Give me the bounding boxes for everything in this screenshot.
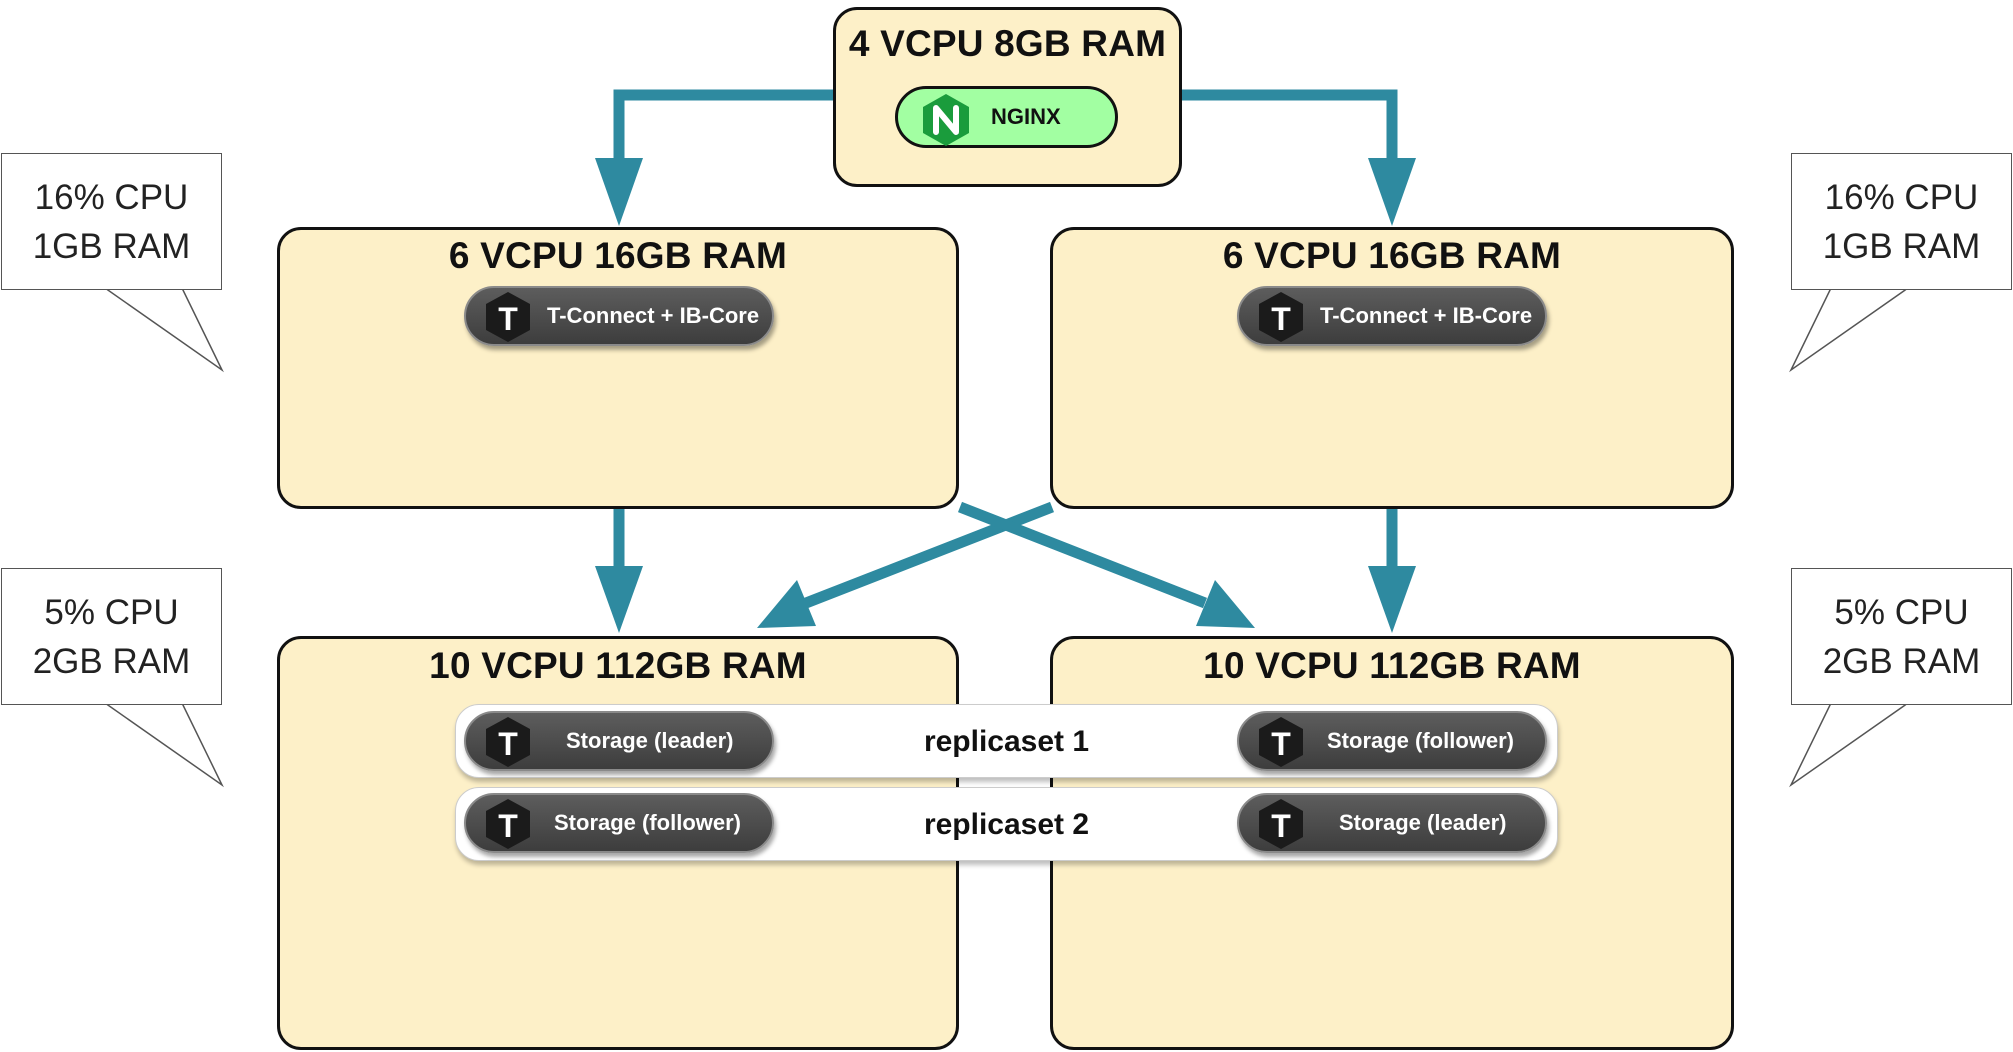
callout-cpu: 16% CPU (1824, 178, 1979, 217)
nginx-logo-icon (923, 94, 969, 146)
svg-text:T: T (1271, 808, 1291, 844)
node-title: 4 VCPU 8GB RAM (848, 23, 1167, 64)
node-balancer: 4 VCPU 8GB RAM (833, 7, 1182, 187)
tarantool-logo-icon: T (1259, 292, 1303, 342)
callout-ram: 2GB RAM (1822, 642, 1981, 681)
callout-storage-right: 5% CPU 2GB RAM (1791, 568, 2012, 705)
svg-text:T: T (1271, 301, 1291, 337)
arrowhead (595, 158, 643, 226)
svg-text:T: T (498, 301, 518, 337)
tarantool-logo-icon: T (1259, 717, 1303, 767)
service-pill-nginx: NGINX (895, 86, 1118, 148)
arrow-app-left-to-storage-right (957, 501, 1208, 609)
tarantool-logo-icon: T (486, 717, 530, 767)
service-label: NGINX (991, 104, 1061, 129)
storage-label: Storage (leader) (566, 728, 734, 753)
arrowhead (757, 580, 816, 628)
storage-pill-rs2-right: T Storage (leader) (1237, 793, 1547, 853)
node-title: 10 VCPU 112GB RAM (429, 645, 807, 686)
callout-cpu: 5% CPU (44, 593, 179, 632)
node-app-right: 6 VCPU 16GB RAM (1050, 227, 1734, 509)
arrow-balancer-to-app-right (1178, 89, 1398, 160)
callout-tail (103, 703, 224, 788)
node-title: 6 VCPU 16GB RAM (448, 235, 788, 276)
callout-app-left: 16% CPU 1GB RAM (1, 153, 222, 290)
tarantool-logo-icon: T (486, 799, 530, 849)
service-label: T-Connect + IB-Core (547, 303, 760, 328)
arrowhead (1368, 158, 1416, 226)
callout-app-right: 16% CPU 1GB RAM (1791, 153, 2012, 290)
tarantool-logo-icon: T (486, 292, 530, 342)
tarantool-logo-icon: T (1259, 799, 1303, 849)
storage-pill-rs1-right: T Storage (follower) (1237, 711, 1547, 771)
callout-ram: 2GB RAM (32, 642, 191, 681)
service-label: T-Connect + IB-Core (1320, 303, 1533, 328)
callout-tail (1789, 288, 1910, 373)
callout-cpu: 16% CPU (34, 178, 189, 217)
arrowhead (1368, 566, 1416, 633)
service-pill-app-right: T T-Connect + IB-Core (1237, 286, 1547, 346)
svg-text:T: T (498, 726, 518, 762)
svg-text:T: T (498, 808, 518, 844)
callout-cpu: 5% CPU (1834, 593, 1969, 632)
node-title: 6 VCPU 16GB RAM (1222, 235, 1562, 276)
storage-label: Storage (leader) (1339, 810, 1507, 835)
callout-tail (1789, 703, 1910, 788)
arrowhead (1196, 580, 1255, 628)
node-title: 10 VCPU 112GB RAM (1203, 645, 1581, 686)
callout-storage-left: 5% CPU 2GB RAM (1, 568, 222, 705)
callout-ram: 1GB RAM (1822, 227, 1981, 266)
service-pill-app-left: T T-Connect + IB-Core (464, 286, 774, 346)
svg-text:T: T (1271, 726, 1291, 762)
arrow-app-right-to-storage-left (804, 501, 1054, 609)
replicaset-label: replicaset 1 (923, 725, 1090, 758)
storage-label: Storage (follower) (554, 810, 742, 835)
storage-label: Storage (follower) (1327, 728, 1515, 753)
storage-pill-rs2-left: T Storage (follower) (464, 793, 774, 853)
storage-pill-rs1-left: T Storage (leader) (464, 711, 774, 771)
node-app-left: 6 VCPU 16GB RAM (277, 227, 959, 509)
arrowhead (595, 566, 643, 633)
arrow-balancer-to-app-left (613, 89, 836, 160)
replicaset-label: replicaset 2 (923, 808, 1090, 841)
callout-tail (103, 288, 224, 373)
callout-ram: 1GB RAM (32, 227, 191, 266)
